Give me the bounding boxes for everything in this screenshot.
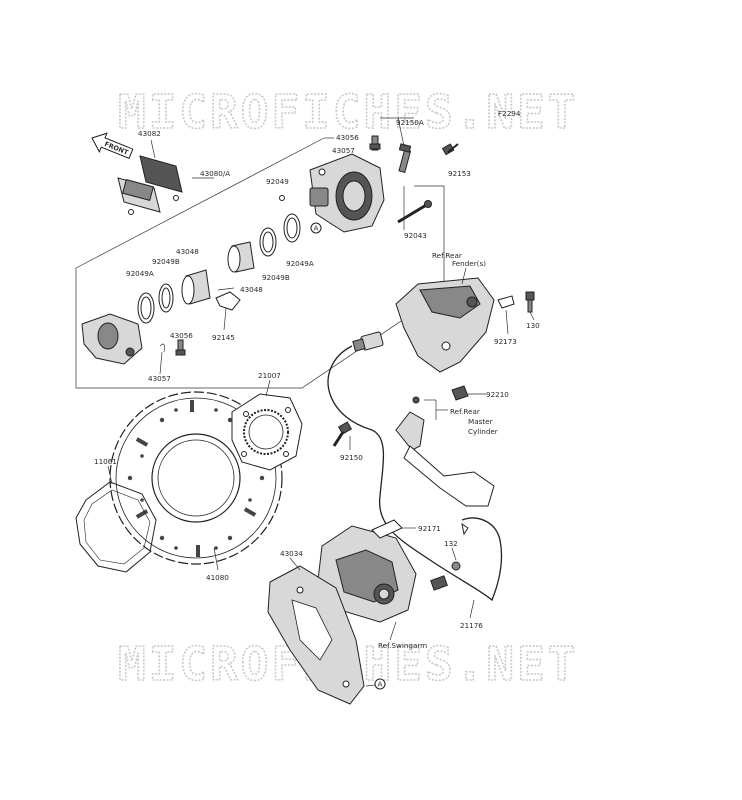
watermark-top: MICROFICHES.NET (118, 85, 578, 139)
marker-a-bottom: A (378, 680, 383, 689)
bleeder-43056-bottom (175, 339, 186, 356)
brake-pads (117, 155, 183, 215)
bolt-92150A (398, 143, 412, 173)
pistons-and-seals (137, 213, 301, 324)
label-92049: 92049 (266, 177, 289, 186)
abs-rotor-ring (231, 393, 303, 471)
label-43056-top: 43056 (336, 133, 359, 142)
label-43080A: 43080/A (200, 169, 230, 178)
label-41080: 41080 (206, 573, 229, 582)
master-cylinder-bracket (395, 396, 495, 507)
bolt-130 (525, 291, 535, 313)
label-21176: 21176 (460, 621, 483, 630)
caliper-bracket (317, 525, 417, 623)
label-92049B-b: 92049B (262, 273, 290, 282)
label-92049B-a: 92049B (152, 257, 180, 266)
pad-spring (215, 291, 241, 311)
label-43056-bottom: 43056 (170, 331, 193, 340)
label-92150: 92150 (340, 453, 363, 462)
caliper-body-bottom (81, 313, 143, 365)
label-11061: 11061 (94, 457, 117, 466)
brake-disc (109, 391, 283, 565)
label-43082: 43082 (138, 129, 161, 138)
label-ref-master-2: Master (468, 417, 493, 426)
wheel-speed-sensor (430, 561, 461, 591)
label-92171: 92171 (418, 524, 441, 533)
label-92153: 92153 (448, 169, 471, 178)
label-43048-b: 43048 (240, 285, 263, 294)
label-43048-a: 43048 (176, 247, 199, 256)
label-132: 132 (444, 539, 458, 548)
label-92049A-a: 92049A (126, 269, 154, 278)
label-ref-fender-1: Ref.Rear (432, 251, 462, 260)
label-92173: 92173 (494, 337, 517, 346)
abs-sensor-connector (352, 331, 384, 352)
bolt-92153 (441, 143, 459, 156)
marker-a-top: A (314, 224, 319, 233)
label-ref-swingarm: Ref.Swingarm (378, 641, 427, 650)
label-92043: 92043 (404, 231, 427, 240)
label-21007: 21007 (258, 371, 281, 380)
label-92210: 92210 (486, 390, 509, 399)
caliper-guard (267, 565, 365, 705)
pin-92043 (397, 200, 432, 224)
label-ref-master-1: Ref.Rear (450, 407, 480, 416)
bolt-92150 (332, 421, 353, 447)
label-43034: 43034 (280, 549, 303, 558)
label-43057-bottom: 43057 (148, 374, 171, 383)
label-92145: 92145 (212, 333, 235, 342)
label-ref-fender-2: Fender(s) (452, 259, 486, 268)
marker-a-top-icon (310, 222, 322, 234)
bleeder-43056-top (369, 135, 381, 151)
clamp-92210 (451, 385, 469, 401)
clip-92173 (497, 295, 515, 309)
gasket (75, 481, 157, 573)
diagram-code: F2294 (498, 109, 521, 118)
rear-fender-bracket (395, 277, 495, 373)
label-ref-master-3: Cylinder (468, 427, 498, 436)
caliper-body-top (309, 153, 385, 233)
label-43057-top: 43057 (332, 146, 355, 155)
label-92049A-b: 92049A (286, 259, 314, 268)
label-130: 130 (526, 321, 540, 330)
marker-a-bottom-icon (374, 678, 386, 690)
label-92150A: 92150A (396, 118, 424, 127)
